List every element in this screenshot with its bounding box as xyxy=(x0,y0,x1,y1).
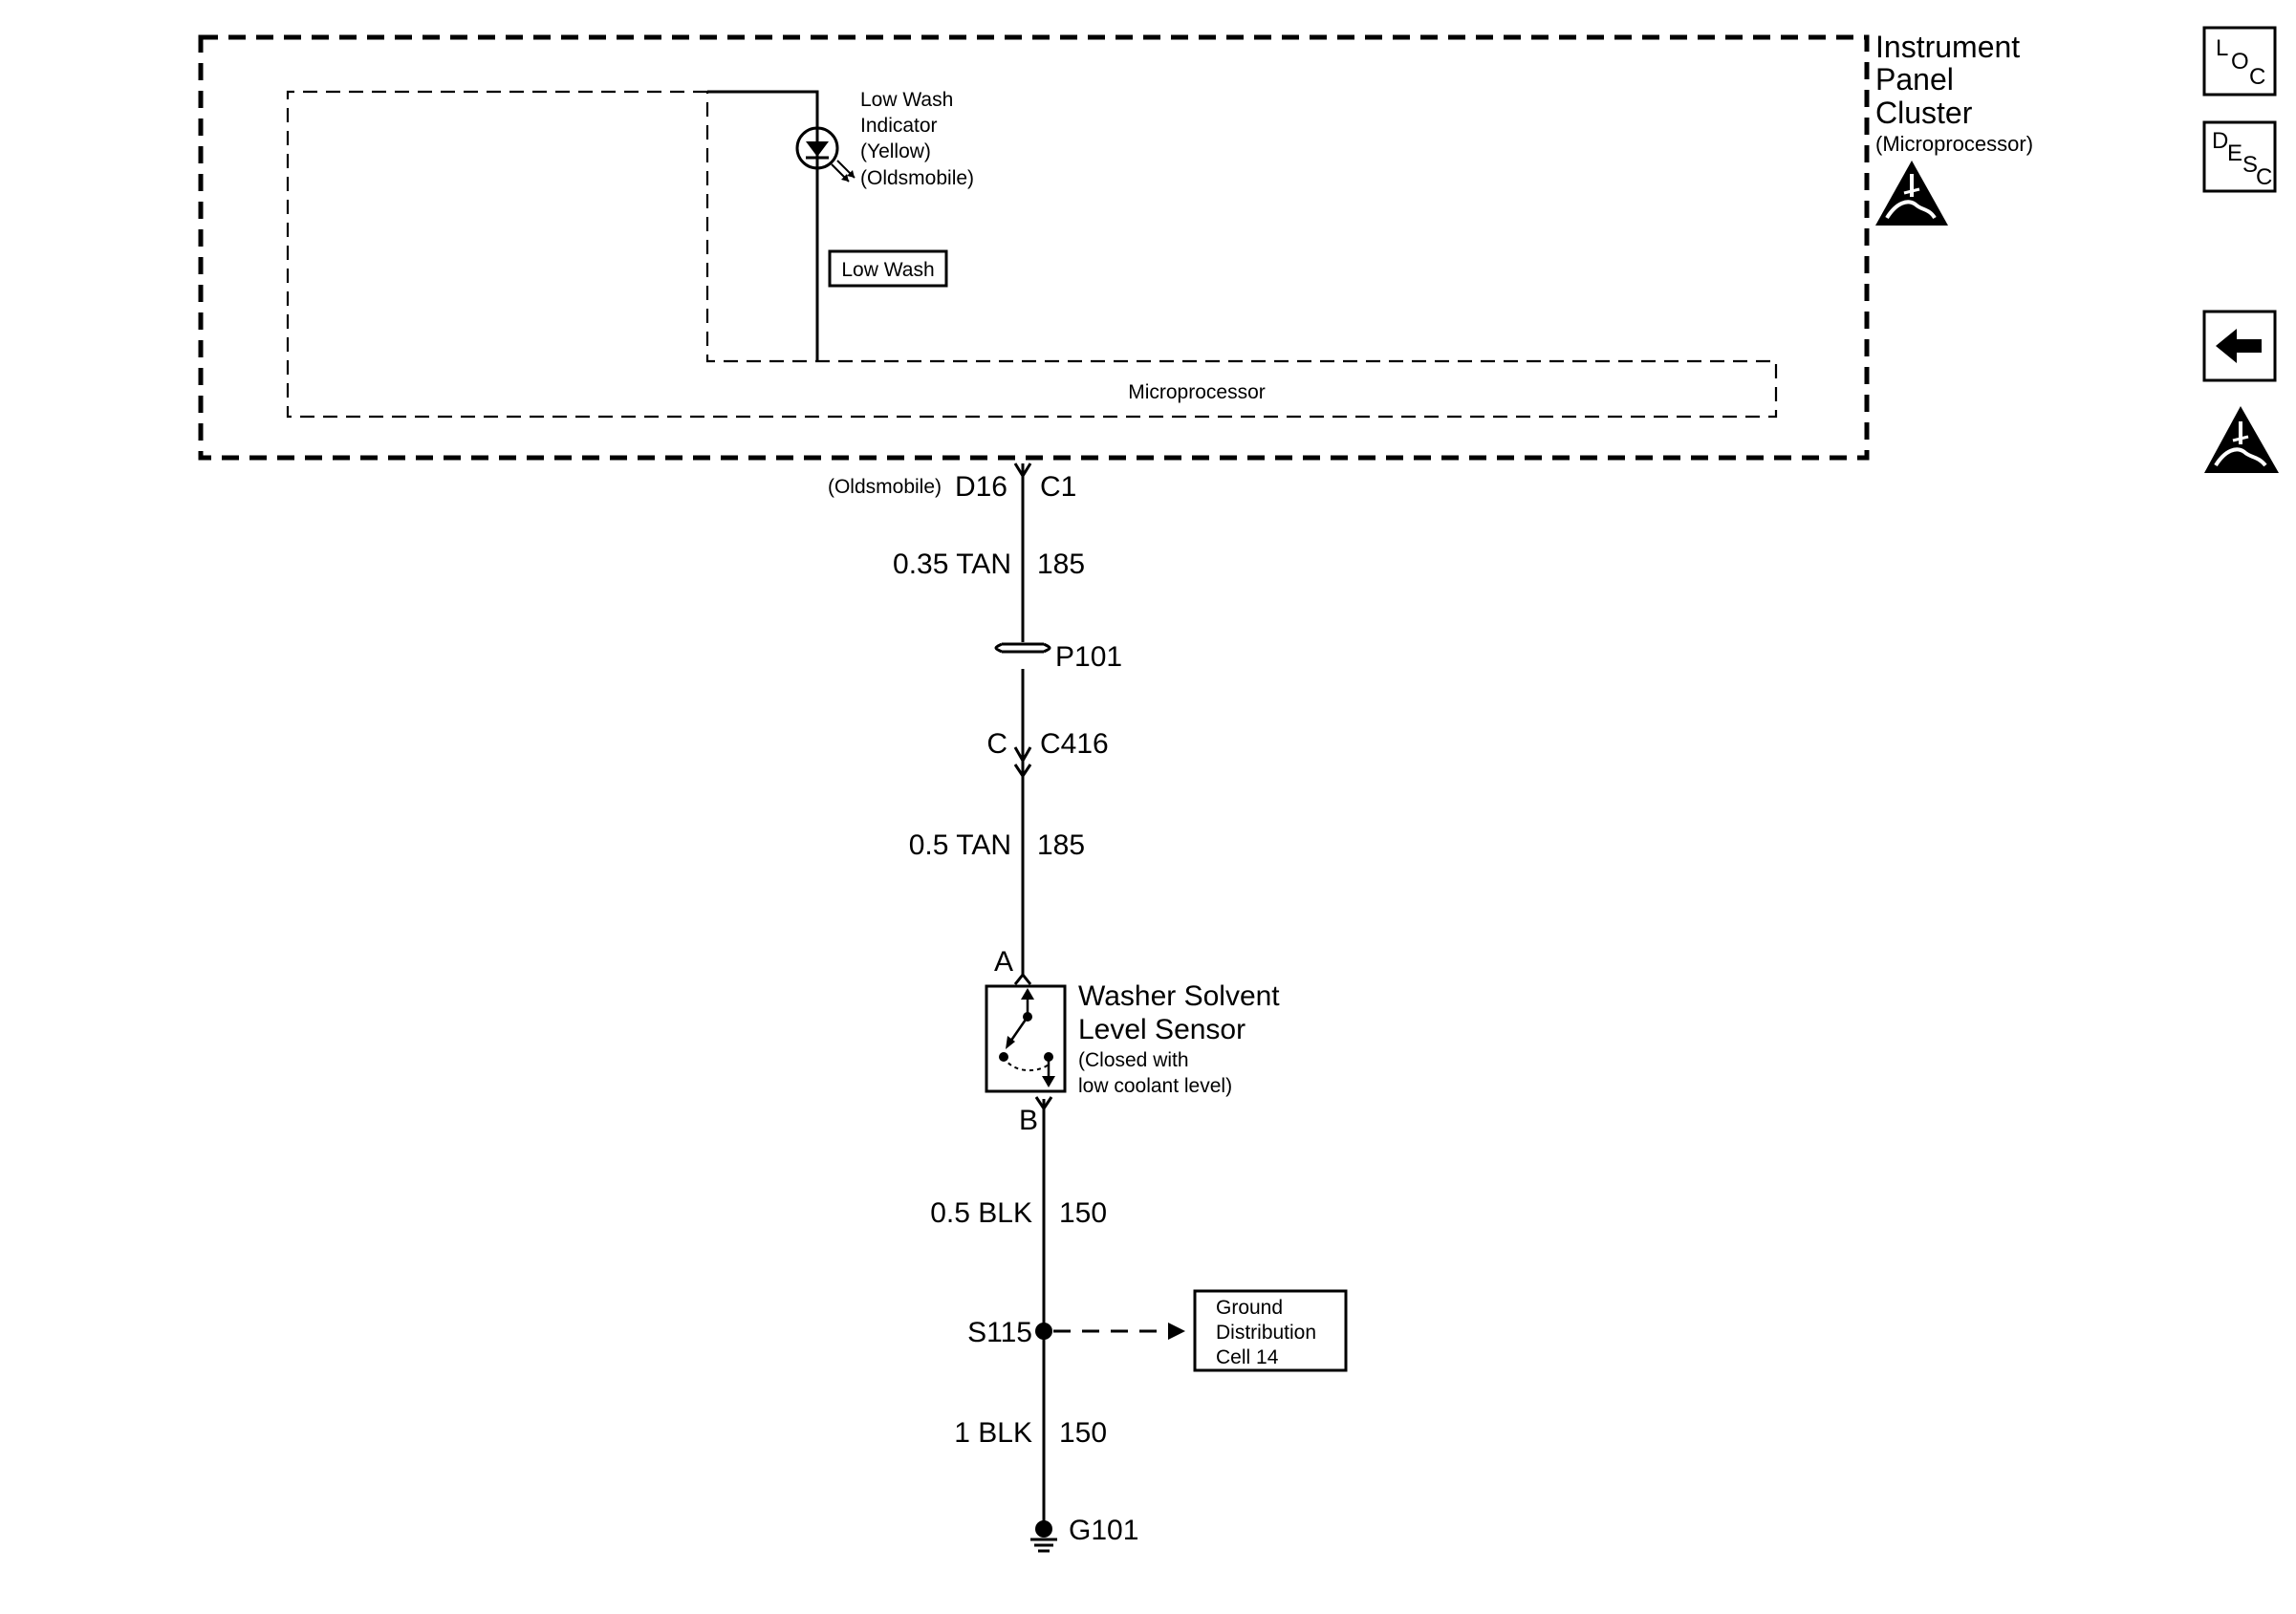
cluster-pin-label: D16 xyxy=(955,471,1007,503)
sensor-pin-a-label: A xyxy=(994,946,1013,978)
ground-label: G101 xyxy=(1069,1515,1138,1546)
inline-connector-label: C416 xyxy=(1040,728,1109,760)
instrument-panel-cluster-outline xyxy=(198,34,1870,461)
wire-4-circuit: 150 xyxy=(1059,1417,1107,1449)
loc-button-letter-2: O xyxy=(2231,49,2249,75)
float-switch-icon xyxy=(999,988,1055,1087)
cluster-connector-label: C1 xyxy=(1040,471,1076,503)
arrow-left-icon xyxy=(2216,329,2262,363)
ground-distribution-line-1: Ground xyxy=(1216,1297,1283,1319)
splice-s115-dot xyxy=(1035,1323,1052,1340)
indicator-label-line-3: (Yellow) xyxy=(860,140,931,162)
cluster-subtitle: (Microprocessor) xyxy=(1875,132,2033,156)
low-wash-message-label: Low Wash xyxy=(841,259,934,281)
wire-2-circuit: 185 xyxy=(1037,829,1085,861)
sensor-pin-b-label: B xyxy=(1019,1105,1038,1136)
indicator-label-line-2: Indicator xyxy=(860,115,938,137)
wire-4-size-color: 1 BLK xyxy=(954,1417,1032,1449)
ground-distribution-line-3: Cell 14 xyxy=(1216,1346,1279,1368)
splice-label: S115 xyxy=(967,1317,1032,1348)
microprocessor-outline xyxy=(286,90,1778,419)
esd-icon xyxy=(2204,406,2279,473)
inline-connector-pin-label: C xyxy=(986,728,1007,760)
arrow-right-icon xyxy=(1168,1323,1185,1340)
desc-button-letter-1: D xyxy=(2212,128,2228,154)
indicator-label-line-1: Low Wash xyxy=(860,89,953,111)
indicator-label-line-4: (Oldsmobile) xyxy=(860,167,974,189)
wire-1-size-color: 0.35 TAN xyxy=(893,549,1011,580)
desc-button-letter-4: C xyxy=(2256,164,2272,190)
wire-1-circuit: 185 xyxy=(1037,549,1085,580)
desc-button[interactable]: D E S C xyxy=(2202,120,2277,193)
ground-symbol-icon xyxy=(1030,1520,1057,1553)
sensor-name-line-1: Washer Solvent xyxy=(1078,980,1280,1012)
loc-button-letter-1: L xyxy=(2216,35,2228,61)
esd-button[interactable] xyxy=(2204,406,2279,473)
low-wash-message-box xyxy=(828,249,948,288)
passthrough-label: P101 xyxy=(1055,641,1122,673)
ground-distribution-line-2: Distribution xyxy=(1216,1322,1316,1344)
sensor-note-line-1: (Closed with xyxy=(1078,1049,1189,1071)
ground-distribution-link[interactable]: Ground Distribution Cell 14 xyxy=(1193,1289,1348,1372)
loc-button[interactable]: L O C xyxy=(2202,26,2277,97)
sensor-name-line-2: Level Sensor xyxy=(1078,1014,1245,1045)
indicator-circuit xyxy=(707,90,819,361)
wire-3-circuit: 150 xyxy=(1059,1197,1107,1229)
loc-button-letter-3: C xyxy=(2249,64,2265,90)
desc-button-letter-3: S xyxy=(2242,152,2258,178)
wire-2-size-color: 0.5 TAN xyxy=(909,829,1011,861)
led-indicator-icon xyxy=(795,126,856,183)
sensor-pin-a-icon xyxy=(1013,972,1032,985)
ground-distribution-box[interactable] xyxy=(1193,1289,1348,1372)
cluster-title-line-3: Cluster xyxy=(1875,96,1973,130)
desc-button-letter-2: E xyxy=(2227,140,2242,166)
connector-c1-pin-icon xyxy=(1013,463,1032,479)
cluster-title-line-1: Instrument xyxy=(1875,30,2020,64)
cluster-title-line-2: Panel xyxy=(1875,62,1954,97)
esd-warning-icon xyxy=(1875,161,1948,226)
washer-solvent-level-sensor-box xyxy=(985,984,1067,1093)
sensor-pin-b-icon xyxy=(1034,1096,1053,1111)
inline-connector-c416-icon xyxy=(1013,746,1032,779)
microprocessor-label: Microprocessor xyxy=(1128,381,1266,403)
wire-3-size-color: 0.5 BLK xyxy=(930,1197,1032,1229)
sensor-note-line-2: low coolant level) xyxy=(1078,1075,1232,1097)
passthrough-grommet-icon xyxy=(994,642,1051,654)
connector-variant-label: (Oldsmobile) xyxy=(828,476,942,498)
back-button[interactable] xyxy=(2202,310,2277,382)
